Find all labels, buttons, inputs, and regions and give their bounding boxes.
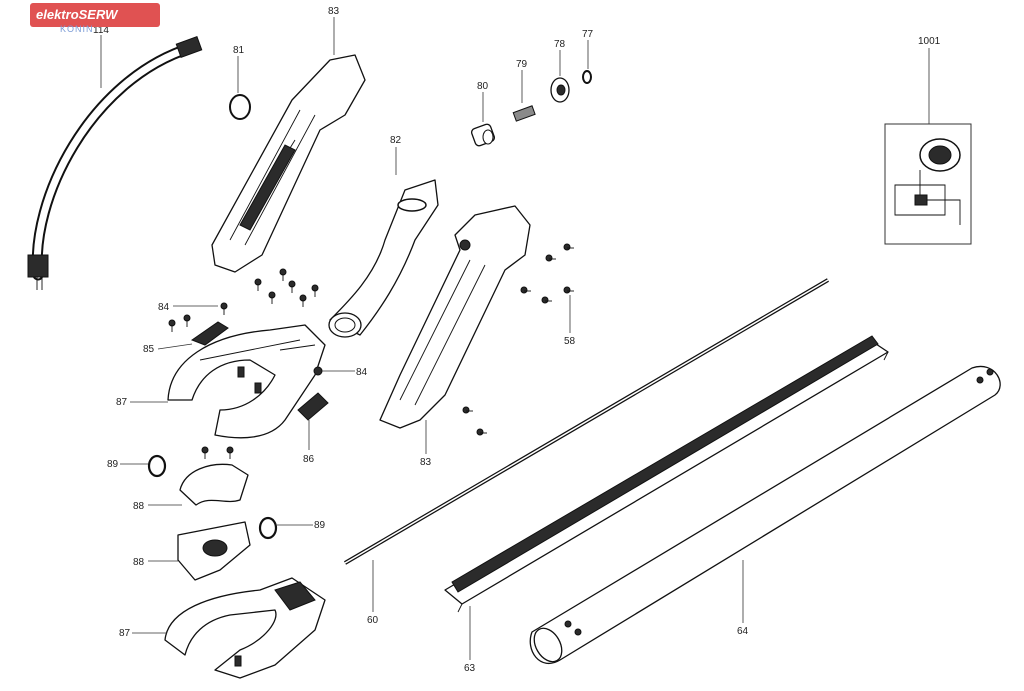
label-83-bottom: 83	[420, 457, 432, 468]
label-87-bottom: 87	[119, 628, 131, 639]
watermark-city-text: KONIN	[60, 24, 94, 34]
label-85: 85	[143, 344, 155, 355]
part-64-outer-tube	[529, 365, 1001, 665]
label-83-top: 83	[328, 6, 340, 17]
watermark-logo: elektroSERW	[30, 3, 160, 27]
part-84-nut-right	[313, 366, 323, 376]
part-63-liner-rail	[444, 335, 889, 613]
part-114-flexible-shaft	[27, 36, 203, 290]
screw-group-58	[462, 243, 574, 436]
part-79-shaft-pin	[512, 105, 536, 122]
label-87-top: 87	[116, 397, 128, 408]
part-1001-detail-inset	[884, 123, 972, 245]
label-63: 63	[464, 663, 476, 674]
part-86-clip	[297, 392, 329, 421]
part-81-o-ring	[229, 94, 251, 120]
label-89-left: 89	[107, 459, 119, 470]
part-89-ring-upper	[147, 454, 167, 478]
label-60: 60	[367, 615, 379, 626]
part-87-clamp-yoke-lower	[164, 577, 326, 679]
part-88-clamp-half-lower	[177, 521, 251, 581]
part-85-trigger	[190, 321, 229, 346]
label-88-bottom: 88	[133, 557, 145, 568]
label-86: 86	[303, 454, 315, 465]
label-58: 58	[564, 336, 576, 347]
part-83-handle-housing-upper	[211, 54, 366, 273]
label-89-right: 89	[314, 520, 326, 531]
label-82: 82	[390, 135, 402, 146]
screw-group-84-upper	[168, 268, 319, 332]
part-88-clamp-half-upper	[179, 446, 249, 506]
label-79: 79	[516, 59, 528, 70]
part-78-bearing	[550, 77, 570, 103]
part-82-rubber-bellow	[328, 179, 439, 338]
label-80: 80	[477, 81, 489, 92]
label-64: 64	[737, 626, 749, 637]
label-84-right: 84	[356, 367, 368, 378]
watermark-brand-text: elektroSERW	[36, 7, 118, 22]
part-77-circlip	[582, 70, 592, 84]
part-60-drive-shaft	[343, 278, 830, 565]
label-114: 114	[93, 25, 109, 36]
label-78: 78	[554, 39, 566, 50]
label-88-top: 88	[133, 501, 145, 512]
part-89-ring-lower	[258, 516, 278, 540]
label-77: 77	[582, 29, 594, 40]
part-87-clamp-yoke-upper	[167, 324, 326, 439]
label-1001: 1001	[918, 36, 941, 47]
part-83-handle-housing-lower	[379, 205, 531, 429]
label-81: 81	[233, 45, 245, 56]
part-80-nut	[471, 123, 495, 147]
label-84-left: 84	[158, 302, 170, 313]
